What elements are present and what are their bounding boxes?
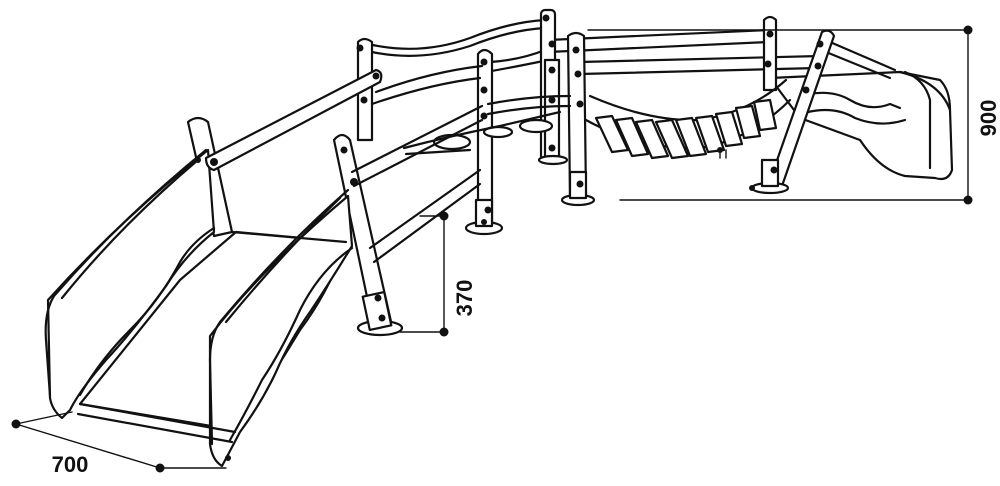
bolts xyxy=(195,14,824,461)
main-slide xyxy=(44,68,383,468)
dimension-370: 370 xyxy=(399,211,477,337)
rear-slide xyxy=(768,40,954,181)
dimension-label-900: 900 xyxy=(976,100,1000,137)
dimension-700: 700 xyxy=(11,411,227,477)
dimension-900: 900 xyxy=(587,25,1000,205)
upper-frame xyxy=(366,18,822,76)
middle-rails xyxy=(350,64,572,264)
rope-bridge xyxy=(584,78,792,160)
dimension-label-370: 370 xyxy=(452,280,477,317)
dimension-label-700: 700 xyxy=(52,452,89,477)
